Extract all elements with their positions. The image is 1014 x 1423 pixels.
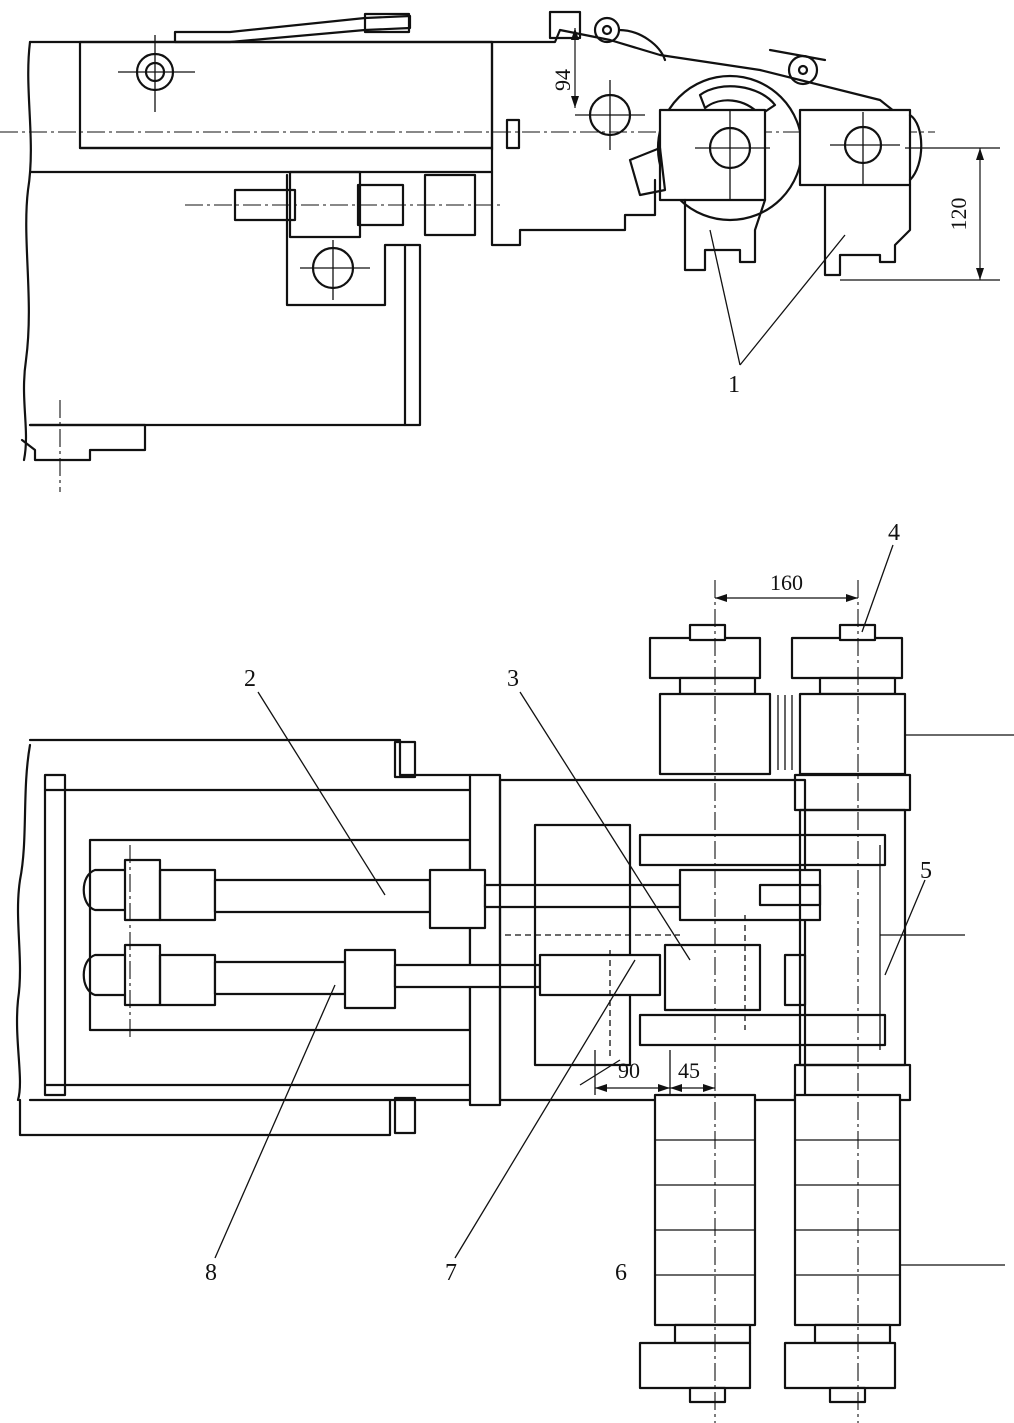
dim-94: 94 <box>550 69 575 91</box>
roller-stack-bottom-right <box>793 1093 902 1327</box>
label-part-4: 4 <box>888 520 900 546</box>
roller-cap-top-left <box>648 636 762 680</box>
label-part-2: 2 <box>244 666 256 692</box>
vertical-plate <box>468 773 502 1107</box>
bottom-foot <box>20 423 147 462</box>
center-housing <box>498 778 807 1102</box>
label-part-3: 3 <box>507 666 519 692</box>
label-part-5: 5 <box>920 858 932 884</box>
break-line-bottom <box>15 743 32 1102</box>
dim-160: 160 <box>770 570 803 595</box>
plan-view: 160 90 45 2 3 4 5 6 7 8 <box>15 520 1014 1423</box>
roller-stack-bottom-left <box>653 1093 757 1327</box>
frame-outer <box>18 738 472 1137</box>
part-5-body <box>798 808 907 1067</box>
leader-6 <box>579 1059 621 1086</box>
label-part-7: 7 <box>445 1260 457 1286</box>
leader-3 <box>519 691 691 961</box>
leader-8 <box>214 984 336 1259</box>
part-3-block <box>663 943 762 1012</box>
roller-body-top-right <box>798 692 907 776</box>
break-line-top <box>22 40 32 462</box>
mid-bracket <box>490 146 657 247</box>
jaw-right <box>823 183 912 277</box>
label-part-8: 8 <box>205 1260 217 1286</box>
roller-cap-bottom-right <box>783 1341 897 1390</box>
rod-8 <box>213 960 347 996</box>
rod-2 <box>213 878 432 914</box>
jaw-left <box>683 198 767 272</box>
roller-cap-bottom-left <box>638 1341 752 1390</box>
dim-45: 45 <box>678 1058 700 1083</box>
dim-120: 120 <box>946 198 971 231</box>
side-elevation-view: 94 120 <box>0 10 1000 492</box>
linkage-rod <box>173 14 412 44</box>
leader-5 <box>884 879 926 976</box>
rod-clevis-upper <box>82 868 127 912</box>
rod-clevis-lower <box>82 953 127 997</box>
leader-4 <box>861 544 894 633</box>
label-part-6: 6 <box>615 1260 627 1286</box>
leader-2 <box>257 691 386 896</box>
roller-cap-top-right <box>790 636 904 680</box>
label-part-1: 1 <box>728 372 740 398</box>
dim-90: 90 <box>618 1058 640 1083</box>
lower-body <box>28 170 494 427</box>
leader-7 <box>454 959 636 1259</box>
upper-arm-housing <box>28 28 907 122</box>
roller-block-right <box>798 108 912 187</box>
